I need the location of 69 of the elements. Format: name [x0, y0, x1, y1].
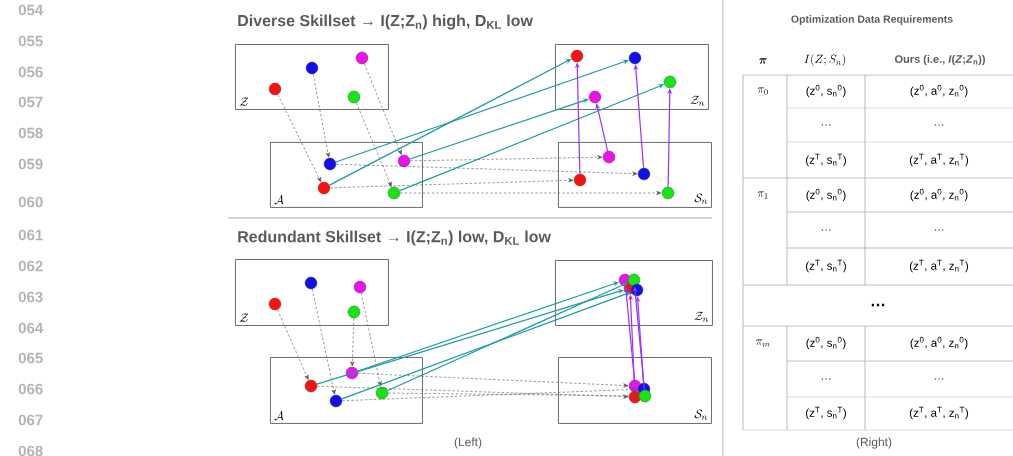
dashed-arrow	[357, 373, 629, 388]
line-number: 065	[18, 352, 43, 364]
dashed-arrow	[312, 73, 330, 158]
panel-heading: Redundant Skillset → I(Z;Z$_{n}$) low, D$_{KL}$ low	[238, 230, 551, 246]
set-box: $\mathcal{Z}$	[235, 259, 389, 326]
dashed-arrow	[335, 163, 638, 176]
table-cell: …	[821, 124, 831, 126]
dashed-arrow	[277, 94, 322, 182]
table-cell: …	[871, 303, 885, 307]
table-cell: (z$^{T}$, a$^{T}$, z$_{n}$$^{T}$)	[909, 153, 969, 167]
dashed-arrow	[409, 155, 603, 162]
dashed-arrow	[350, 317, 355, 367]
table-heading: Optimization Data Requirements	[791, 15, 953, 25]
table-cell: …	[934, 124, 944, 126]
table-cell: (z$^{T}$, s$_{n}$$^{T}$)	[806, 259, 846, 273]
dashed-arrow	[360, 292, 382, 387]
line-number: 059	[18, 158, 43, 170]
line-number: 060	[18, 196, 43, 208]
set-box: $\mathcal{S}_n$	[558, 142, 712, 208]
table-cell: (z$^{T}$, a$^{T}$, z$_{n}$$^{T}$)	[909, 259, 969, 273]
dashed-arrow	[364, 63, 402, 155]
line-number: 064	[18, 322, 44, 334]
table-cell: …	[821, 229, 831, 231]
line-number: 067	[18, 414, 43, 426]
dashed-arrow	[316, 385, 629, 399]
table-cell: (z$^{T}$, a$^{T}$, z$_{n}$$^{T}$)	[909, 406, 969, 420]
table-cell: (z$^{0}$, a$^{0}$, z$_{n}$$^{0}$)	[910, 188, 968, 202]
table-cell: (z$^{T}$, s$_{n}$$^{T}$)	[806, 153, 846, 167]
arrow	[316, 289, 624, 385]
table-cell: …	[934, 378, 944, 380]
dashed-arrow	[341, 387, 638, 402]
column-header: Ours (i.e., I(Z;Z$_{n}$))	[894, 54, 985, 66]
set-box: $\mathcal{Z}_n$	[555, 260, 713, 326]
line-number: 054	[18, 4, 44, 16]
set-box: $\mathcal{Z}_n$	[555, 44, 709, 110]
table-cell: …	[934, 229, 944, 231]
dashed-arrow	[356, 102, 392, 187]
table-cell: $\pi_0$	[757, 87, 768, 95]
line-number: 063	[18, 291, 43, 303]
table-cell: $\pi_1$	[757, 191, 768, 199]
line-number: 068	[18, 445, 43, 456]
dashed-arrow	[329, 178, 574, 189]
table-cell: (z$^{0}$, a$^{0}$, z$_{n}$$^{0}$)	[910, 84, 968, 98]
table-cell: (z$^{T}$, s$_{n}$$^{T}$)	[806, 406, 846, 420]
dashed-arrow	[387, 392, 639, 398]
set-box: $\mathcal{S}_n$	[558, 357, 712, 424]
arrow	[595, 103, 609, 152]
caption: (Right)	[856, 437, 892, 449]
column-header: $I(Z;S_n)$	[804, 54, 845, 66]
table-cell: (z$^{0}$, s$_{n}$$^{0}$)	[806, 188, 846, 202]
dashed-arrow	[399, 190, 662, 196]
table-cell: (z$^{0}$, s$_{n}$$^{0}$)	[806, 84, 846, 98]
table-cell: (z$^{0}$, s$_{n}$$^{0}$)	[806, 336, 846, 350]
panel-heading: Diverse Skillset → I(Z;Z$_{n}$) high, D$_{KL}$ low	[238, 14, 533, 30]
line-number: 062	[18, 260, 43, 272]
dashed-arrow	[312, 288, 336, 395]
line-number: 058	[18, 127, 43, 139]
dashed-arrow	[277, 309, 309, 380]
line-number: 061	[18, 229, 43, 241]
table-cell: (z$^{0}$, a$^{0}$, z$_{n}$$^{0}$)	[910, 336, 968, 350]
table-cell: …	[821, 378, 831, 380]
table-cell: $\pi_m$	[756, 339, 770, 347]
column-header: $\boldsymbol{\pi}$	[759, 58, 767, 64]
line-number: 056	[18, 66, 43, 78]
line-number: 066	[18, 383, 43, 395]
line-number: 057	[18, 96, 43, 108]
line-number: 055	[18, 35, 43, 47]
set-box: $\mathcal{Z}$	[235, 44, 389, 110]
caption: (Left)	[454, 437, 482, 449]
